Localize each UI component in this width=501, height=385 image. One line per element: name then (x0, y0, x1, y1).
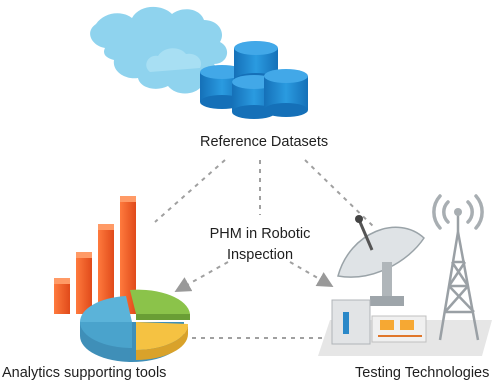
satellite-tower-icon (318, 194, 492, 356)
bar-chart-bars (54, 196, 136, 314)
bar-pie-chart-icon (54, 196, 190, 362)
bar (76, 256, 92, 314)
center-title: PHM in Robotic Inspection (200, 224, 320, 266)
connector-center-to-analytics (174, 261, 229, 292)
connector-ref-to-analytics (154, 159, 226, 223)
testing-technologies-label: Testing Technologies (355, 365, 490, 381)
connector-center-to-testing (289, 261, 334, 287)
center-title-line2: Inspection (226, 247, 294, 263)
center-title-line1: PHM in Robotic (209, 226, 311, 242)
equipment-box (331, 299, 427, 345)
cloud-shape-highlight (146, 48, 202, 72)
connector-lines (154, 159, 376, 339)
radio-tower-icon (438, 210, 480, 341)
reference-datasets-label: Reference Datasets (200, 134, 329, 150)
bar (98, 228, 114, 314)
analytics-tools-label: Analytics supporting tools (2, 365, 167, 381)
pie-slice-blue (79, 296, 132, 322)
pie-chart (79, 289, 190, 362)
bar (54, 282, 70, 314)
cloud-database-icon (90, 6, 308, 119)
pie-slice-yellow (136, 322, 188, 350)
cloud-shape (90, 6, 228, 94)
bar (120, 200, 136, 314)
connector-ref-to-testing (304, 159, 376, 229)
pie-slice-green (130, 289, 190, 314)
signal-waves (432, 194, 484, 230)
database-icon (264, 69, 308, 117)
satellite-dish-icon (337, 215, 425, 306)
